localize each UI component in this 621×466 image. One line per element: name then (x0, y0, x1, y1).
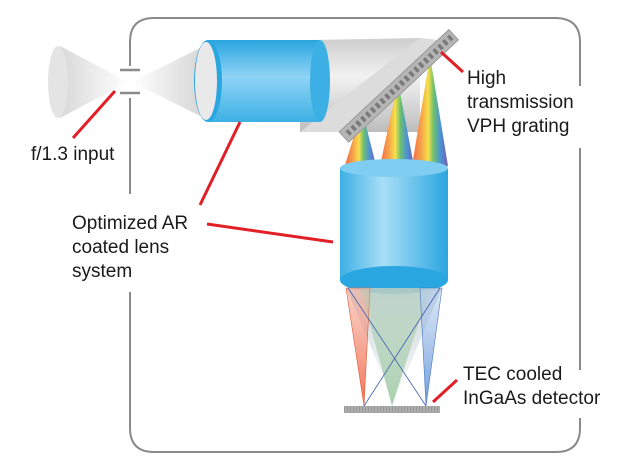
label-input: f/1.3 input (31, 144, 115, 165)
label-grating-line-2: transmission (467, 92, 574, 113)
grating-groove (408, 70, 415, 78)
grating-groove (364, 111, 372, 118)
grating-groove (388, 88, 396, 96)
label-grating: High transmission VPH grating (467, 67, 574, 139)
label-detector: TEC cooled InGaAs detector (463, 363, 600, 411)
spectrum-cone-3 (412, 56, 448, 166)
focused-rays (345, 287, 443, 407)
detector-array (344, 406, 440, 413)
input-cone-right (132, 48, 200, 116)
callout-grating (439, 50, 465, 74)
callout-lens-collimator (198, 121, 242, 206)
label-lens-line-1: Optimized AR (72, 213, 189, 234)
grating-groove (437, 43, 444, 51)
grating-groove (427, 52, 435, 60)
callout-lens-focusing (206, 222, 334, 244)
grating-groove (432, 48, 440, 55)
input-cone-left (48, 46, 128, 118)
callout-input (71, 90, 117, 139)
focusing-lens (340, 159, 448, 294)
label-lens-system: Optimized AR coated lens system (72, 212, 188, 284)
grating-groove (384, 93, 391, 100)
input-slit (120, 68, 140, 95)
enclosure-outline (129, 17, 581, 453)
grating-groove (350, 124, 357, 132)
grating-groove (345, 129, 353, 136)
dispersed-spectrum (345, 56, 448, 166)
grating-groove (417, 61, 425, 69)
spectrum-cone-2 (380, 82, 414, 166)
ray-blue (419, 287, 443, 407)
label-grating-line-1: High (467, 68, 507, 89)
grating-groove (379, 97, 386, 105)
grating-groove (393, 84, 401, 91)
spectrum-cone-1 (345, 110, 376, 165)
grating-groove (398, 79, 406, 87)
label-detector-line-2: InGaAs detector (463, 388, 601, 409)
beam-to-grating (300, 38, 440, 132)
label-grating-line-3: VPH grating (467, 116, 570, 137)
vph-grating (338, 28, 460, 143)
grating-groove (355, 120, 362, 127)
ray-red (345, 287, 371, 407)
ray-green (360, 288, 430, 406)
grating-groove (360, 115, 367, 123)
grating-groove (374, 102, 382, 109)
grating-groove (403, 75, 411, 82)
grating-groove (422, 57, 430, 64)
grating-groove (442, 39, 449, 46)
label-lens-line-3: system (72, 261, 133, 282)
label-lens-line-2: coated lens (72, 237, 170, 258)
label-detector-line-1: TEC cooled (463, 364, 563, 385)
collimating-lens (194, 40, 330, 122)
callout-lines (71, 50, 465, 404)
grating-groove (413, 66, 420, 73)
callout-detector (431, 378, 459, 404)
grating-groove (369, 106, 377, 114)
grating-groove (446, 34, 454, 42)
